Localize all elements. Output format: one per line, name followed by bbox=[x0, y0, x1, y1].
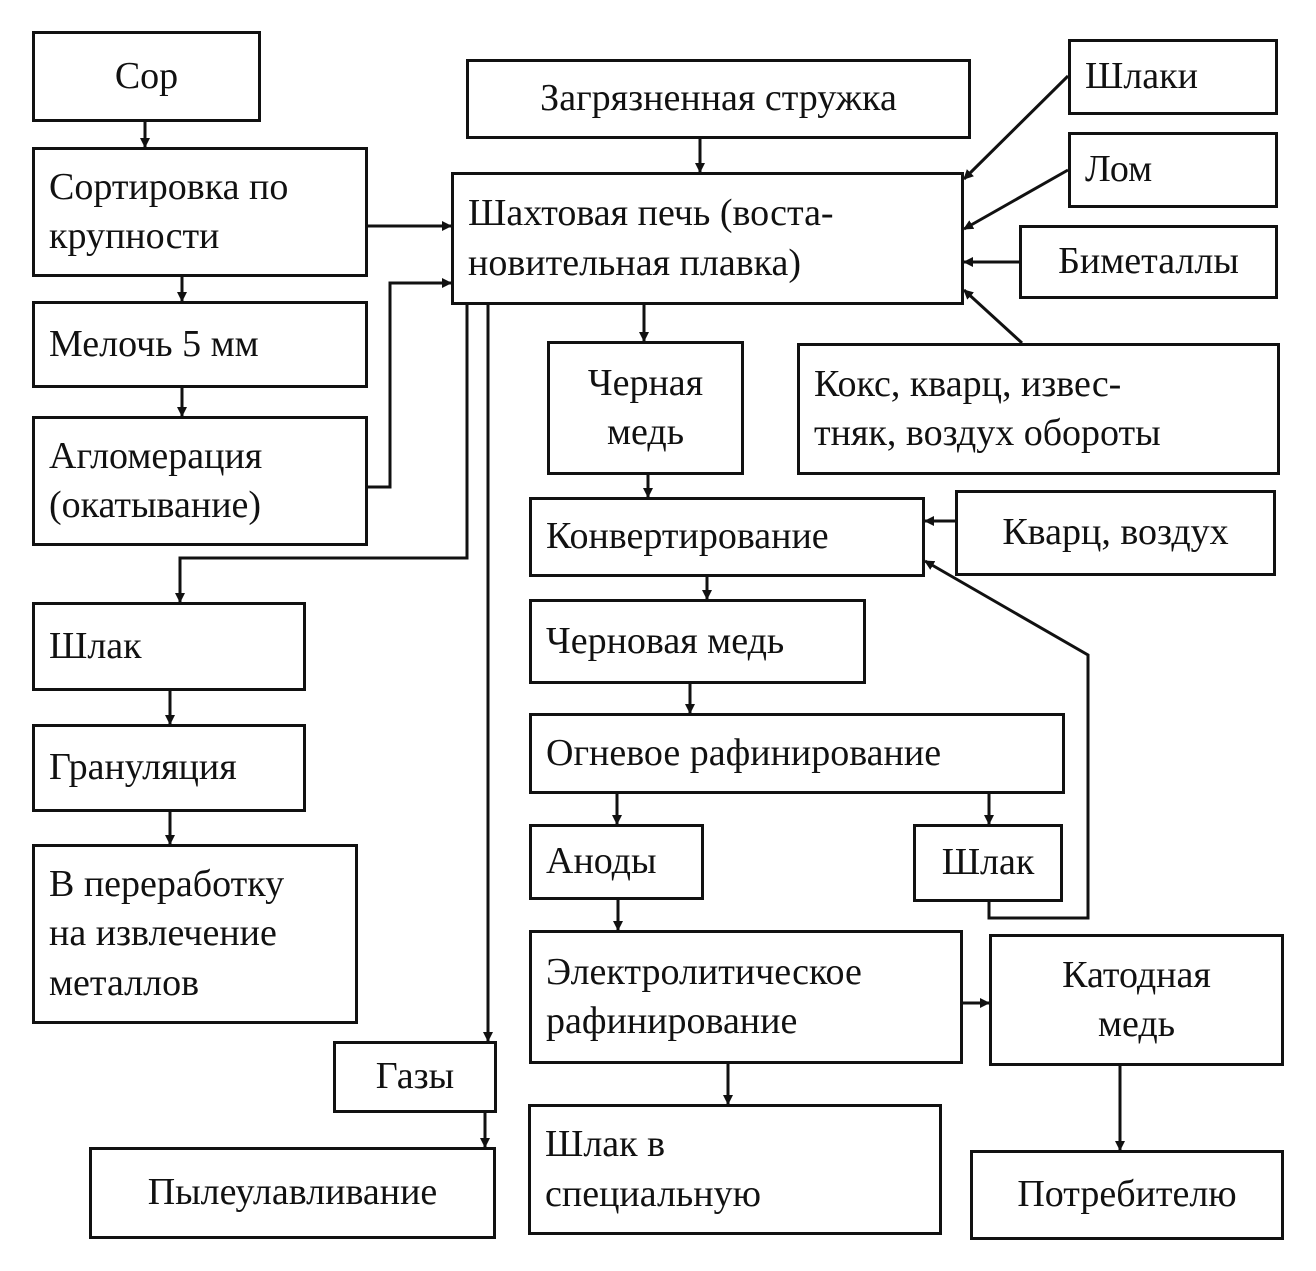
node-konvertirovanie-line-1: Конвертирование bbox=[546, 515, 829, 558]
node-shlak-right: Шлак bbox=[913, 824, 1063, 902]
arrow-shlak-konvertirovanie bbox=[924, 559, 1090, 920]
node-shlak-special-line-1: Шлак в bbox=[545, 1123, 666, 1166]
node-shlak-left-line-1: Шлак bbox=[49, 624, 142, 667]
node-koks-line-2: тняк, воздух обороты bbox=[814, 412, 1161, 454]
node-pererabotka-line-1: В переработку bbox=[49, 862, 285, 905]
arrow-koks-pech bbox=[962, 288, 1024, 345]
node-konvertirovanie: Конвертирование bbox=[529, 497, 925, 577]
node-gazy: Газы bbox=[333, 1041, 497, 1113]
node-elektrolit-line-1: Электролитическое bbox=[546, 950, 862, 993]
node-katodnaya: Катодная медь bbox=[989, 934, 1284, 1066]
node-gazy-line-1: Газы bbox=[375, 1055, 455, 1098]
node-chernovaya-med: Черновая медь bbox=[529, 599, 866, 684]
node-shlak-special-line-2: специальную bbox=[545, 1172, 761, 1215]
node-ognevoe-line-1: Огневое рафинирование bbox=[546, 731, 942, 774]
node-pyleulavlivanie: Пылеулавливание bbox=[89, 1147, 496, 1239]
node-meloch: Мелочь 5 мм bbox=[32, 301, 368, 388]
node-shlaki-line-1: Шлаки bbox=[1085, 55, 1198, 98]
node-potrebitelyu: Потребителю bbox=[970, 1150, 1284, 1240]
node-aglomeraciya-line-1: Агломерация bbox=[49, 434, 263, 477]
node-chernaya-med-line-1: Черная bbox=[587, 361, 704, 404]
arrow-aglomeraciya-pech bbox=[368, 278, 452, 489]
node-kvarc-vozduh: Кварц, воздух bbox=[955, 490, 1276, 576]
node-ognevoe: Огневое рафинирование bbox=[529, 713, 1065, 794]
node-elektrolit-line-2: рафинирование bbox=[546, 1000, 798, 1042]
node-sor-line-1: Сор bbox=[114, 54, 179, 97]
node-aglomeraciya: Агломерация (окатывание) bbox=[32, 416, 368, 546]
node-katodnaya-line-2: медь bbox=[1097, 1003, 1176, 1045]
node-anody: Аноды bbox=[529, 824, 704, 900]
node-meloch-line-1: Мелочь 5 мм bbox=[49, 322, 259, 365]
node-shlaki: Шлаки bbox=[1068, 39, 1278, 115]
node-granulyaciya: Грануляция bbox=[32, 724, 306, 812]
node-sortirovka: Сортировка по крупности bbox=[32, 147, 368, 277]
node-shlak-right-line-1: Шлак bbox=[941, 841, 1035, 884]
node-pererabotka: В переработку на извлечение металлов bbox=[32, 844, 358, 1024]
node-pyleulavlivanie-line-1: Пылеулавливание bbox=[147, 1171, 438, 1214]
node-sortirovka-line-2: крупности bbox=[49, 215, 220, 257]
node-bimetally-line-1: Биметаллы bbox=[1058, 240, 1239, 283]
node-kvarc-vozduh-line-1: Кварц, воздух bbox=[1002, 511, 1229, 554]
node-pech-line-2: новительная плавка) bbox=[468, 241, 802, 284]
node-aglomeraciya-line-2: (окатывание) bbox=[49, 484, 262, 526]
node-granulyaciya-line-1: Грануляция bbox=[49, 746, 237, 789]
node-sortirovka-line-1: Сортировка по bbox=[49, 165, 289, 208]
node-strujka: Загрязненная стружка bbox=[466, 59, 971, 139]
node-chernaya-med-line-2: медь bbox=[606, 411, 685, 453]
node-bimetally: Биметаллы bbox=[1019, 225, 1278, 299]
node-pererabotka-line-3: металлов bbox=[49, 961, 200, 1004]
arrow-shlaki-pech bbox=[962, 74, 1070, 181]
node-sor: Сор bbox=[32, 31, 261, 122]
node-shlak-left: Шлак bbox=[32, 602, 306, 691]
node-strujka-line-1: Загрязненная стружка bbox=[540, 77, 897, 120]
node-pech: Шахтовая печь (воста- новительная плавка… bbox=[451, 172, 964, 305]
node-lom: Лом bbox=[1068, 132, 1278, 208]
node-elektrolit: Электролитическое рафинирование bbox=[529, 930, 963, 1064]
node-pererabotka-line-2: на извлечение bbox=[49, 912, 277, 955]
node-katodnaya-line-1: Катодная bbox=[1062, 953, 1211, 996]
node-potrebitelyu-line-1: Потребителю bbox=[1017, 1173, 1237, 1216]
node-koks: Кокс, кварц, извес- тняк, воздух обороты bbox=[797, 343, 1280, 475]
node-pech-line-1: Шахтовая печь (воста- bbox=[468, 192, 834, 235]
node-chernaya-med: Черная медь bbox=[547, 341, 744, 475]
node-koks-line-1: Кокс, кварц, извес- bbox=[814, 362, 1122, 405]
node-anody-line-1: Аноды bbox=[546, 840, 657, 883]
node-lom-line-1: Лом bbox=[1085, 148, 1153, 191]
node-chernovaya-med-line-1: Черновая медь bbox=[546, 619, 785, 662]
arrow-pech-shlak bbox=[175, 305, 469, 603]
arrow-lom-pech bbox=[963, 168, 1069, 231]
node-shlak-special: Шлак в специальную bbox=[528, 1104, 942, 1235]
